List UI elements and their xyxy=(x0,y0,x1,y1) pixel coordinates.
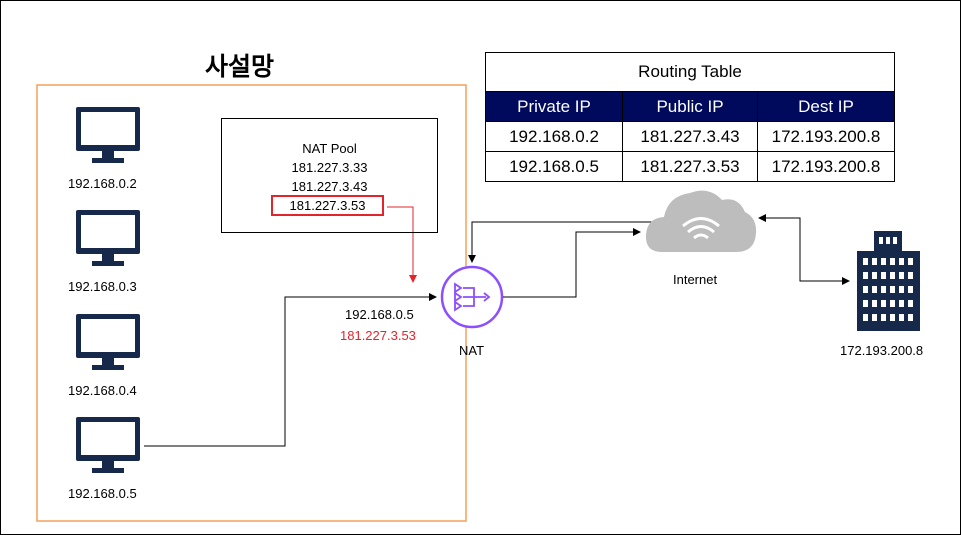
destination-ip-label: 172.193.200.8 xyxy=(840,343,924,358)
host-ip-label: 192.168.0.3 xyxy=(68,279,137,294)
nat-pool-address: 181.227.3.43 xyxy=(291,179,368,194)
table-cell: 192.168.0.2 xyxy=(485,121,623,152)
internet-to-destination-connector xyxy=(758,214,850,285)
routing-table: Routing Table Private IP Public IP Dest … xyxy=(485,52,895,182)
nat-pool-address: 181.227.3.33 xyxy=(291,160,368,175)
host-to-nat-connector xyxy=(144,293,437,447)
table-cell: 172.193.200.8 xyxy=(757,151,895,182)
host-ip-label: 192.168.0.2 xyxy=(68,176,137,191)
monitor-icon xyxy=(76,210,140,266)
nat-pool-address-selected: 181.227.3.53 xyxy=(271,195,384,216)
internet-label: Internet xyxy=(673,272,718,287)
monitor-icon xyxy=(76,417,140,473)
nat-gateway-icon xyxy=(440,265,504,329)
nat-to-internet-connector xyxy=(503,228,641,298)
nat-pool-box: NAT Pool 181.227.3.33 181.227.3.43 181.2… xyxy=(221,118,438,233)
table-row: 192.168.0.5 181.227.3.53 172.193.200.8 xyxy=(485,151,895,182)
table-cell: 181.227.3.43 xyxy=(622,121,758,152)
routing-table-title: Routing Table xyxy=(485,52,895,92)
table-cell: 192.168.0.5 xyxy=(485,151,623,182)
nat-label: NAT xyxy=(459,343,485,358)
routing-table-header: Dest IP xyxy=(757,91,895,122)
internet-to-nat-connector xyxy=(468,221,655,263)
table-cell: 172.193.200.8 xyxy=(757,121,895,152)
routing-table-header: Private IP xyxy=(485,91,623,122)
translation-mapped-ip: 181.227.3.53 xyxy=(340,328,416,343)
building-icon xyxy=(857,231,920,331)
private-network-title: 사설망 xyxy=(205,53,275,81)
table-cell: 181.227.3.53 xyxy=(622,151,758,182)
cloud-wifi-icon xyxy=(645,190,757,252)
monitor-icon xyxy=(76,107,140,163)
host-ip-label: 192.168.0.4 xyxy=(68,383,137,398)
host-ip-label: 192.168.0.5 xyxy=(68,486,137,501)
nat-pool-title: NAT Pool xyxy=(302,141,357,156)
monitor-icon xyxy=(76,314,140,370)
table-row: 192.168.0.2 181.227.3.43 172.193.200.8 xyxy=(485,121,895,152)
translation-source-ip: 192.168.0.5 xyxy=(345,307,414,322)
pool-to-nat-connector xyxy=(387,206,417,283)
routing-table-header: Public IP xyxy=(622,91,758,122)
